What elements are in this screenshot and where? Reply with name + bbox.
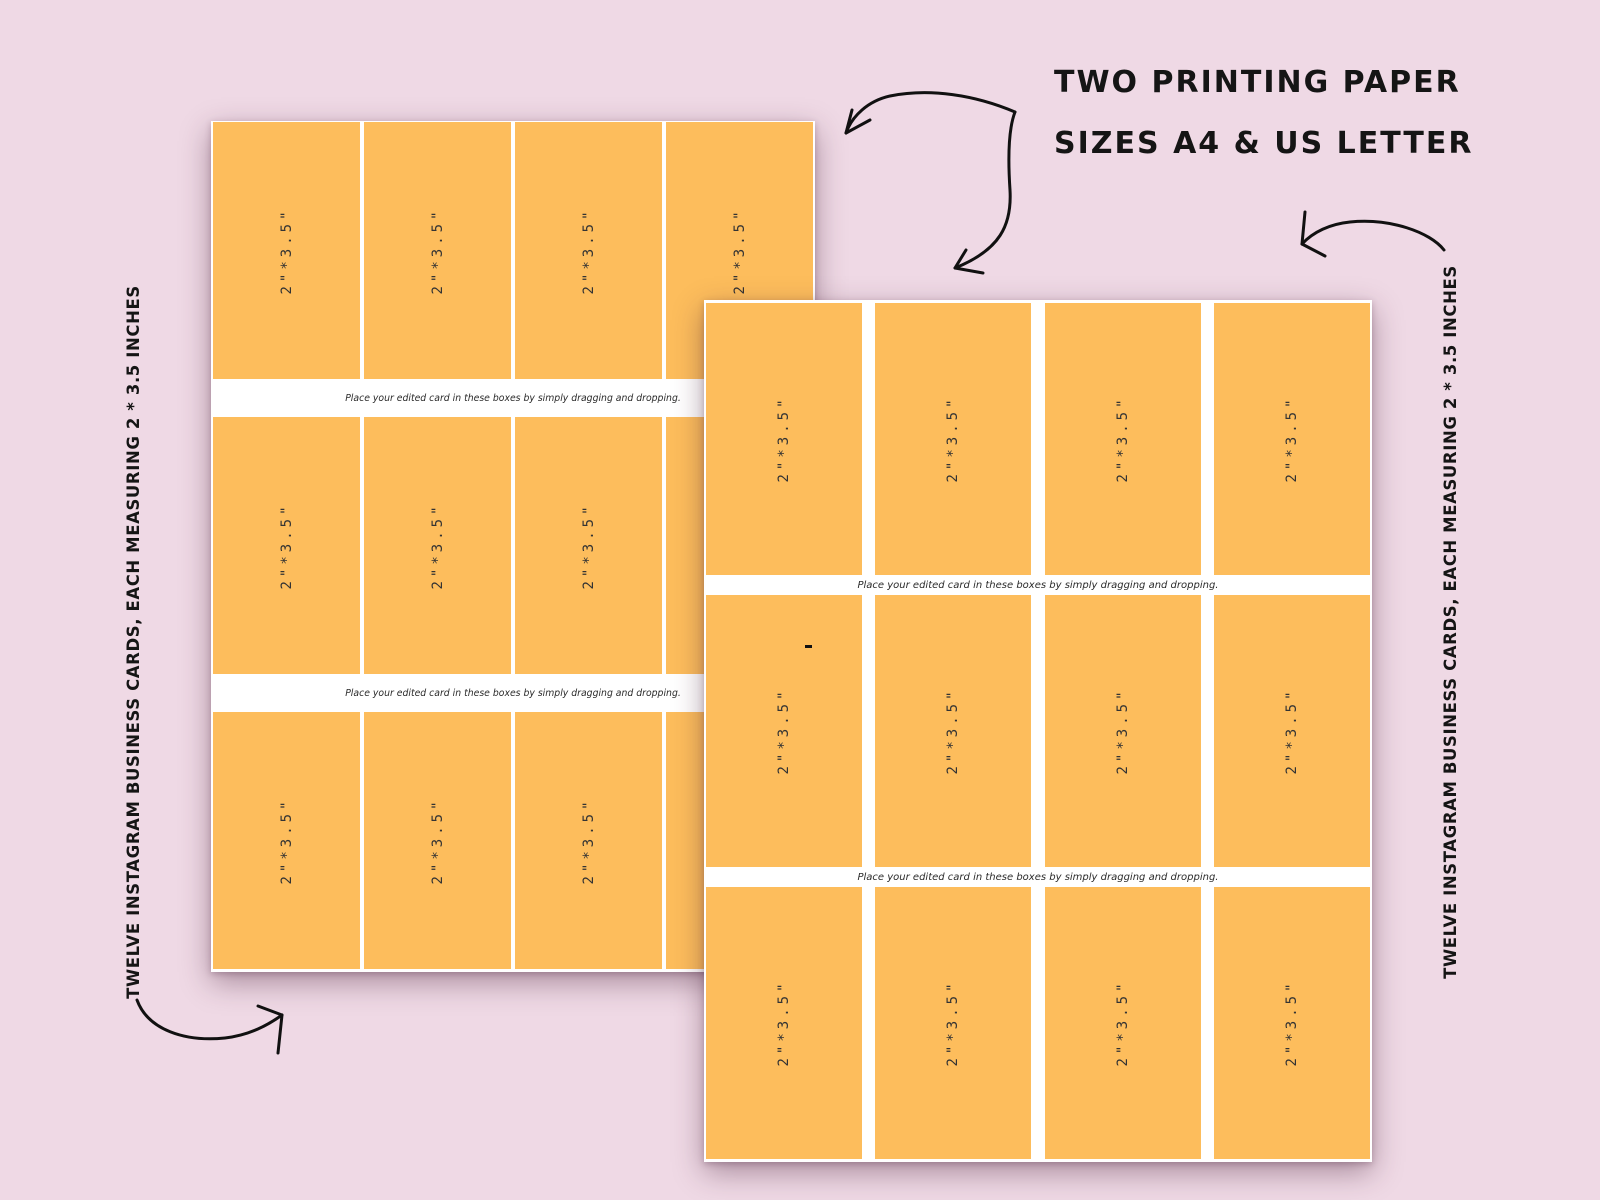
card-slot[interactable]: 2"*3.5": [364, 417, 511, 674]
card-instruction: Place your edited card in these boxes by…: [857, 579, 1219, 591]
card-slot[interactable]: 2"*3.5": [875, 303, 1032, 575]
headline-line-2: SIZES A4 & US LETTER: [1054, 126, 1474, 161]
card-slot[interactable]: 2"*3.5": [364, 122, 511, 379]
card-slot[interactable]: 2"*3.5": [875, 595, 1032, 867]
card-row: 2"*3.5" 2"*3.5" 2"*3.5" 2"*3.5": [706, 887, 1370, 1159]
card-slot[interactable]: 2"*3.5": [515, 417, 662, 674]
card-slot[interactable]: 2"*3.5": [1213, 887, 1370, 1159]
headline: TWO PRINTING PAPER SIZES A4 & US LETTER: [1054, 52, 1574, 174]
card-slot[interactable]: 2"*3.5": [515, 122, 662, 379]
card-slot[interactable]: 2"*3.5": [364, 712, 511, 969]
card-slot[interactable]: 2"*3.5": [706, 887, 862, 1159]
card-slot[interactable]: 2"*3.5": [706, 595, 862, 867]
card-slot[interactable]: 2"*3.5": [1213, 595, 1370, 867]
card-instruction: Place your edited card in these boxes by…: [857, 871, 1219, 883]
card-slot[interactable]: 2"*3.5": [515, 712, 662, 969]
card-row: 2"*3.5" 2"*3.5" 2"*3.5" 2"*3.5": [213, 417, 813, 674]
card-slot[interactable]: 2"*3.5": [1044, 887, 1201, 1159]
card-instruction: Place your edited card in these boxes by…: [345, 687, 681, 699]
stray-mark: [805, 645, 812, 648]
card-row: 2"*3.5" 2"*3.5" 2"*3.5" 2"*3.5": [213, 122, 813, 379]
card-slot[interactable]: 2"*3.5": [706, 303, 862, 575]
card-slot[interactable]: 2"*3.5": [1213, 303, 1370, 575]
card-slot[interactable]: 2"*3.5": [213, 122, 360, 379]
card-slot[interactable]: 2"*3.5": [1044, 595, 1201, 867]
card-slot[interactable]: 2"*3.5": [875, 887, 1032, 1159]
card-row: 2"*3.5" 2"*3.5" 2"*3.5" 2"*3.5": [706, 595, 1370, 867]
card-slot[interactable]: 2"*3.5": [213, 417, 360, 674]
paper-sheet-front: 2"*3.5" 2"*3.5" 2"*3.5" 2"*3.5" Place yo…: [704, 300, 1372, 1162]
card-row: 2"*3.5" 2"*3.5" 2"*3.5" 2"*3.5": [706, 303, 1370, 575]
card-slot[interactable]: 2"*3.5": [213, 712, 360, 969]
headline-line-1: TWO PRINTING PAPER: [1054, 65, 1461, 100]
card-instruction: Place your edited card in these boxes by…: [345, 392, 681, 404]
card-slot[interactable]: 2"*3.5": [1044, 303, 1201, 575]
